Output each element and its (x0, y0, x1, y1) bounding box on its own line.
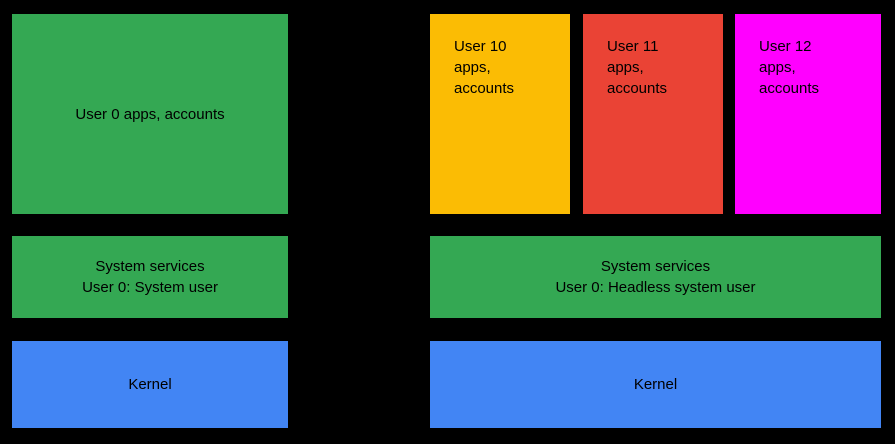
box-user10-apps: User 10 apps, accounts (430, 14, 570, 214)
box-user12-apps: User 12 apps, accounts (735, 14, 881, 214)
box-kernel-headless: Kernel (430, 341, 881, 428)
box-kernel-standard: Kernel (12, 341, 288, 428)
box-user0-apps: User 0 apps, accounts (12, 14, 288, 214)
box-system-services-standard: System services User 0: System user (12, 236, 288, 318)
box-system-services-headless: System services User 0: Headless system … (430, 236, 881, 318)
box-user11-apps: User 11 apps, accounts (583, 14, 723, 214)
